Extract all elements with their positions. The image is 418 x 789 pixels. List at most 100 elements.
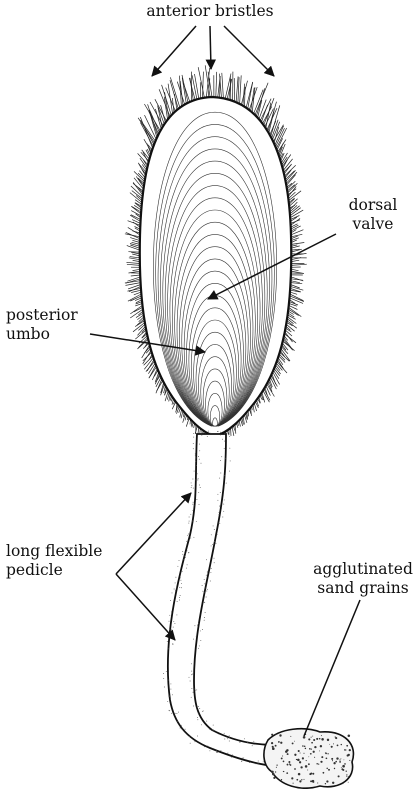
arrow-bristle-mid — [210, 26, 211, 69]
stipple-dot — [230, 460, 231, 461]
sand-grain — [346, 776, 347, 777]
bristle — [128, 221, 141, 226]
bristle — [128, 294, 141, 301]
sand-grain — [326, 768, 327, 769]
stipple-dot — [182, 551, 183, 552]
stipple-dot — [207, 436, 208, 437]
stipple-dot — [198, 648, 199, 649]
sand-grain — [331, 758, 333, 760]
stipple-dot — [189, 677, 190, 678]
sand-grain — [332, 760, 333, 761]
label-posterior-umbo: posterior umbo — [6, 306, 78, 344]
sand-grain — [319, 738, 321, 740]
stipple-dot — [197, 719, 198, 720]
stipple-dot — [177, 721, 178, 722]
sand-grain — [319, 750, 320, 751]
stipple-dot — [189, 521, 190, 522]
sand-grain — [338, 775, 340, 777]
sand-grain — [320, 761, 322, 763]
stipple-dot — [202, 591, 203, 592]
sand-grain — [294, 741, 295, 742]
stipple-dot — [191, 663, 192, 664]
sand-grain — [348, 782, 349, 783]
sand-grain — [286, 749, 288, 751]
sand-grain — [346, 745, 348, 747]
sand-grain — [314, 746, 316, 748]
stipple-dot — [220, 492, 221, 493]
sand-grain — [329, 744, 330, 745]
stipple-dot — [201, 724, 202, 725]
stipple-dot — [179, 560, 180, 561]
stipple-dot — [206, 559, 207, 560]
stipple-dot — [170, 683, 171, 684]
bristle — [129, 258, 140, 260]
stipple-dot — [217, 534, 218, 535]
stipple-dot — [217, 752, 218, 753]
sand-grain — [346, 774, 347, 775]
stipple-dot — [182, 554, 183, 555]
bristle — [132, 254, 140, 256]
stipple-dot — [202, 629, 203, 630]
sand-grain — [287, 764, 289, 766]
stipple-dot — [213, 748, 214, 749]
sand-grain — [342, 765, 345, 768]
stipple-dot — [184, 556, 185, 557]
stipple-dot — [181, 583, 182, 584]
stipple-dot — [204, 592, 205, 593]
sand-grain — [275, 771, 276, 772]
stipple-dot — [193, 692, 194, 693]
stipple-dot — [229, 735, 230, 736]
stipple-dot — [196, 521, 197, 522]
stipple-dot — [214, 529, 215, 530]
sand-grain — [335, 737, 337, 739]
stipple-dot — [224, 433, 225, 434]
stipple-dot — [173, 621, 174, 622]
stipple-dot — [204, 617, 205, 618]
stipple-dot — [189, 517, 190, 518]
bristle — [216, 72, 217, 97]
sand-grain — [325, 783, 326, 784]
sand-grain — [316, 763, 318, 765]
stipple-dot — [190, 681, 191, 682]
stipple-dot — [186, 568, 187, 569]
stipple-dot — [199, 444, 200, 445]
sand-grain — [349, 760, 350, 761]
stipple-dot — [168, 696, 169, 697]
stipple-dot — [169, 710, 170, 711]
sand-grain — [321, 735, 322, 736]
sand-grain — [348, 776, 349, 777]
stipple-dot — [214, 562, 215, 563]
stipple-dot — [263, 761, 264, 762]
bristle — [291, 264, 307, 265]
sand-grain — [331, 746, 333, 748]
stipple-dot — [192, 674, 193, 675]
stipple-dot — [216, 543, 217, 544]
sand-grain — [327, 753, 328, 754]
bristle — [127, 264, 140, 265]
stipple-dot — [195, 479, 196, 480]
stipple-dot — [192, 479, 193, 480]
stipple-dot — [175, 582, 176, 583]
stipple-dot — [224, 733, 225, 734]
stipple-dot — [191, 485, 192, 486]
stipple-dot — [221, 456, 222, 457]
sand-grain — [300, 766, 302, 768]
stipple-dot — [178, 712, 179, 713]
stipple-dot — [194, 689, 195, 690]
stipple-dot — [204, 579, 205, 580]
sand-grain — [332, 782, 334, 784]
sand-grain — [311, 742, 313, 744]
bristle — [130, 305, 142, 314]
bristle — [232, 427, 234, 436]
stipple-dot — [177, 601, 178, 602]
stipple-dot — [174, 589, 175, 590]
sand-grain — [321, 738, 324, 741]
sand-grain — [296, 779, 298, 781]
stipple-dot — [163, 673, 164, 674]
stipple-dot — [207, 589, 208, 590]
sand-grain — [299, 780, 301, 782]
stipple-dot — [229, 448, 230, 449]
stipple-dot — [218, 431, 219, 432]
stipple-dot — [200, 487, 201, 488]
sand-grain — [318, 764, 319, 765]
